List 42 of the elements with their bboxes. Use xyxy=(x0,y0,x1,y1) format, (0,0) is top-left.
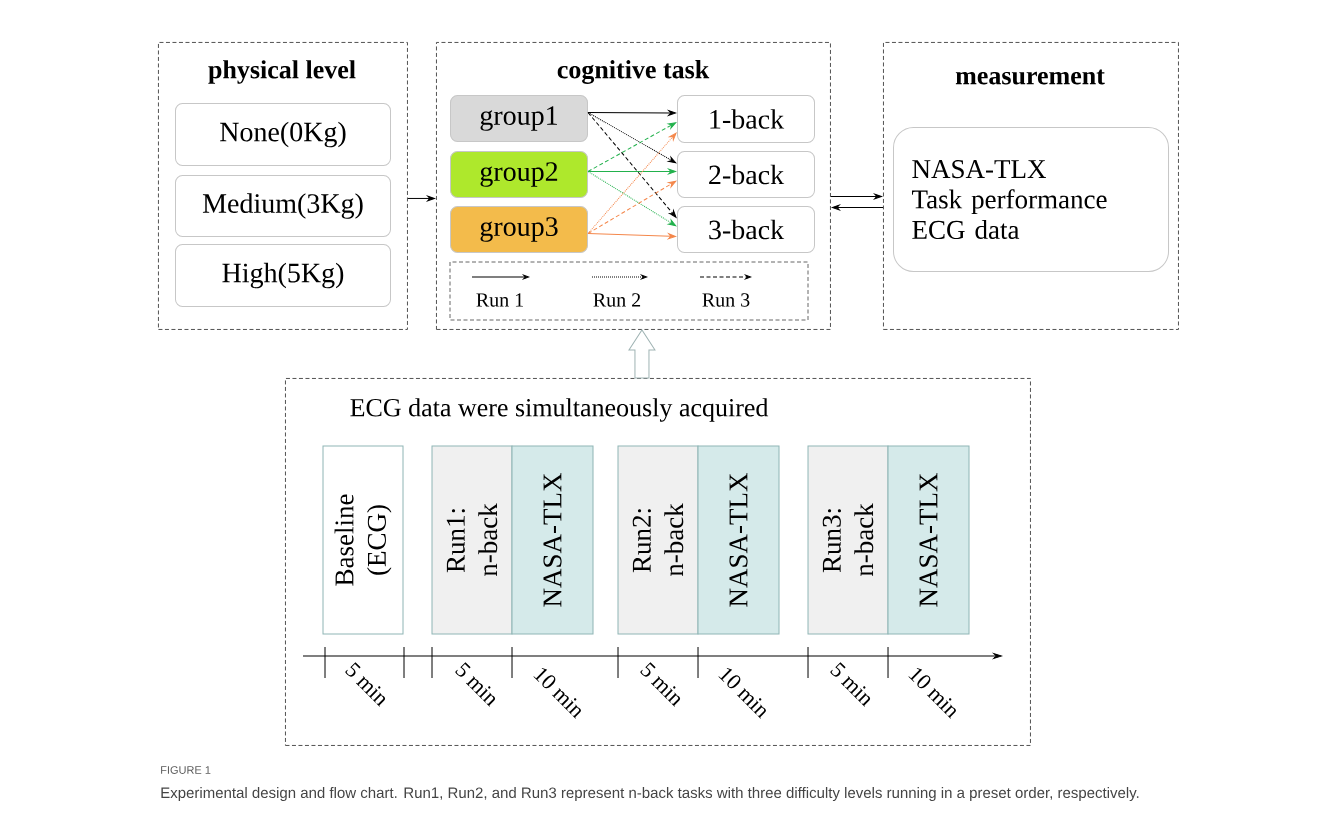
duration-label: 10 min xyxy=(718,668,766,719)
timeline-block: Run2: n-back xyxy=(617,445,699,635)
rounded-box: group3 xyxy=(450,206,588,253)
arrow xyxy=(587,122,677,172)
duration-label: 5 min xyxy=(345,662,386,707)
rounded-box: group2 xyxy=(450,151,588,198)
arrow xyxy=(587,112,677,164)
legend-entry: Run 1 xyxy=(471,274,530,307)
duration-label: 5 min xyxy=(455,662,496,707)
duration-label: 10 min xyxy=(908,668,956,719)
arrow xyxy=(587,171,677,227)
rounded-box: NASA-TLX Task performance ECG data xyxy=(893,127,1169,272)
timeline-block: NASA-TLX xyxy=(511,445,594,635)
arrow xyxy=(587,168,676,175)
timeline-block: Baseline (ECG) xyxy=(322,445,404,635)
rounded-box: Medium(3Kg) xyxy=(175,175,391,237)
timeline-block: NASA-TLX xyxy=(697,445,780,635)
timeline-block: Run1: n-back xyxy=(431,445,513,635)
timeline-block: Run3: n-back xyxy=(807,445,889,635)
arrow xyxy=(587,132,677,234)
timeline-block: NASA-TLX xyxy=(887,445,970,635)
rounded-box: 2-back xyxy=(677,151,815,198)
legend-entry: Run 3 xyxy=(699,274,752,307)
block-arrow xyxy=(628,329,656,379)
arrow xyxy=(587,180,677,234)
duration-label: 10 min xyxy=(533,668,581,719)
figure-number: FIGURE 1 xyxy=(161,766,211,774)
rounded-box: High(5Kg) xyxy=(175,244,391,307)
arrow xyxy=(587,233,676,240)
rounded-box: None(0Kg) xyxy=(175,103,391,166)
arrow xyxy=(587,112,677,218)
duration-label: 5 min xyxy=(640,662,681,707)
rounded-box: group1 xyxy=(450,95,588,142)
arrow xyxy=(587,110,676,116)
rounded-box: 1-back xyxy=(677,95,815,143)
arrow xyxy=(831,204,884,211)
rounded-box: 3-back xyxy=(677,206,815,253)
arrow xyxy=(407,195,435,202)
legend-entry: Run 2 xyxy=(591,274,648,307)
arrow xyxy=(830,193,882,200)
duration-label: 5 min xyxy=(830,662,871,707)
caption: Experimental design and flow chart. Run1, Run2, and Run3 represent n-back tasks with three difficulty levels running in a preset order, respectively. xyxy=(161,787,1139,801)
